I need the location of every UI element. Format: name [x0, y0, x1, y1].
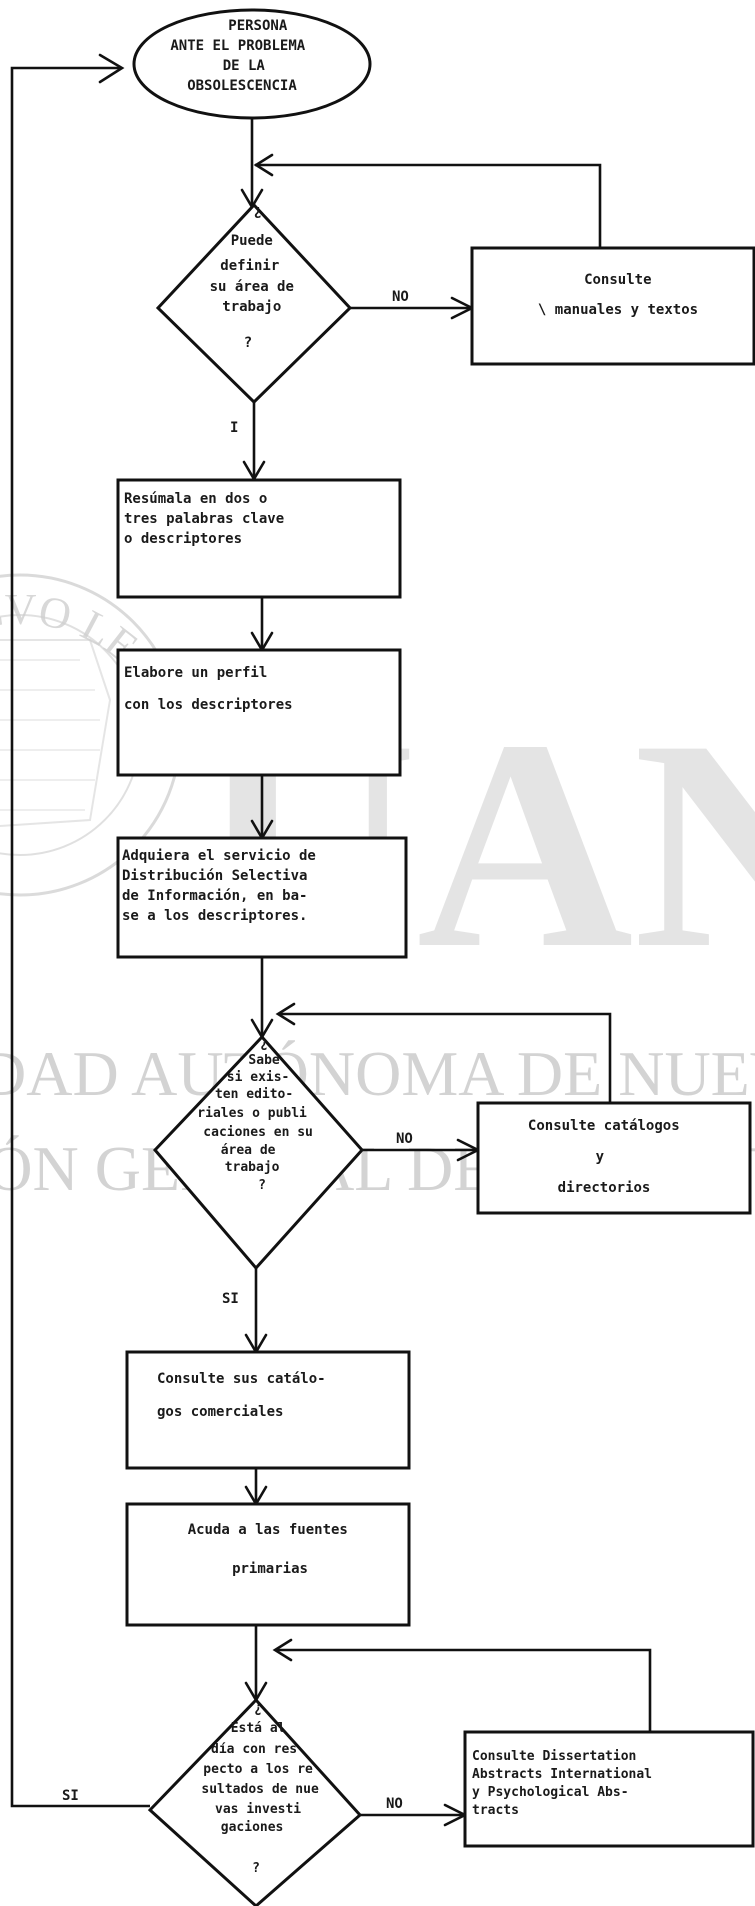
process-2-text: Elabore un perfil con los descriptores	[124, 665, 293, 713]
edge-label-d2-no: NO	[396, 1131, 413, 1147]
connector-c1-back	[255, 163, 602, 248]
decision-2	[152, 1034, 365, 1271]
process-4-text: Consulte sus catálo- gos comerciales	[157, 1371, 334, 1420]
decision-3-text: ¿ Está al día con res pecto a los re sul…	[201, 1701, 326, 1876]
consult-3-text: Consulte Dissertation Abstracts Internat…	[472, 1749, 660, 1818]
start-text: PERSONA ANTE EL PROBLEMA DE LA OBSOLESCE…	[170, 18, 313, 94]
edge-label-d1-yes: I	[230, 420, 238, 436]
process-box-1	[116, 478, 402, 599]
loop-back-arrowhead	[98, 53, 125, 84]
edge-label-d1-no: NO	[392, 289, 409, 305]
edge-label-d3-no: NO	[386, 1796, 403, 1812]
consult-2-text: Consulte catálogos y directorios	[528, 1118, 688, 1196]
watermark-line-1: DAD AUTÓNOMA DE NUEVO	[0, 1038, 755, 1109]
decision-3	[147, 1697, 363, 1906]
consult-1-text: Consulte \ manuales y textos	[538, 272, 698, 318]
process-1-text: Resúmala en dos o tres palabras clave o …	[124, 491, 293, 547]
edge-label-d2-yes: SI	[222, 1291, 239, 1307]
process-box-4	[125, 1350, 411, 1470]
connector-c3-back	[275, 1648, 652, 1732]
decision-1-text: ¿ Puede definir su área de trabajo ?	[210, 203, 303, 351]
consult-box-1	[470, 246, 755, 366]
edge-label-d3-yes: SI	[62, 1788, 79, 1804]
process-box-2	[116, 648, 402, 777]
start-oval	[132, 8, 372, 120]
process-box-5	[125, 1502, 411, 1627]
process-5-text: Acuda a las fuentes primarias	[188, 1522, 357, 1577]
decision-2-text: ¿ Sabe si exis- ten edito- riales o publ…	[197, 1036, 320, 1193]
decision-1	[155, 202, 353, 405]
process-box-3	[116, 836, 408, 959]
consult-box-3	[463, 1730, 755, 1848]
consult-box-2	[476, 1101, 752, 1215]
connector-c2-back	[278, 1012, 612, 1103]
loop-back-line	[10, 66, 150, 1808]
process-3-text: Adquiera el servicio de Distribución Sel…	[122, 848, 324, 924]
